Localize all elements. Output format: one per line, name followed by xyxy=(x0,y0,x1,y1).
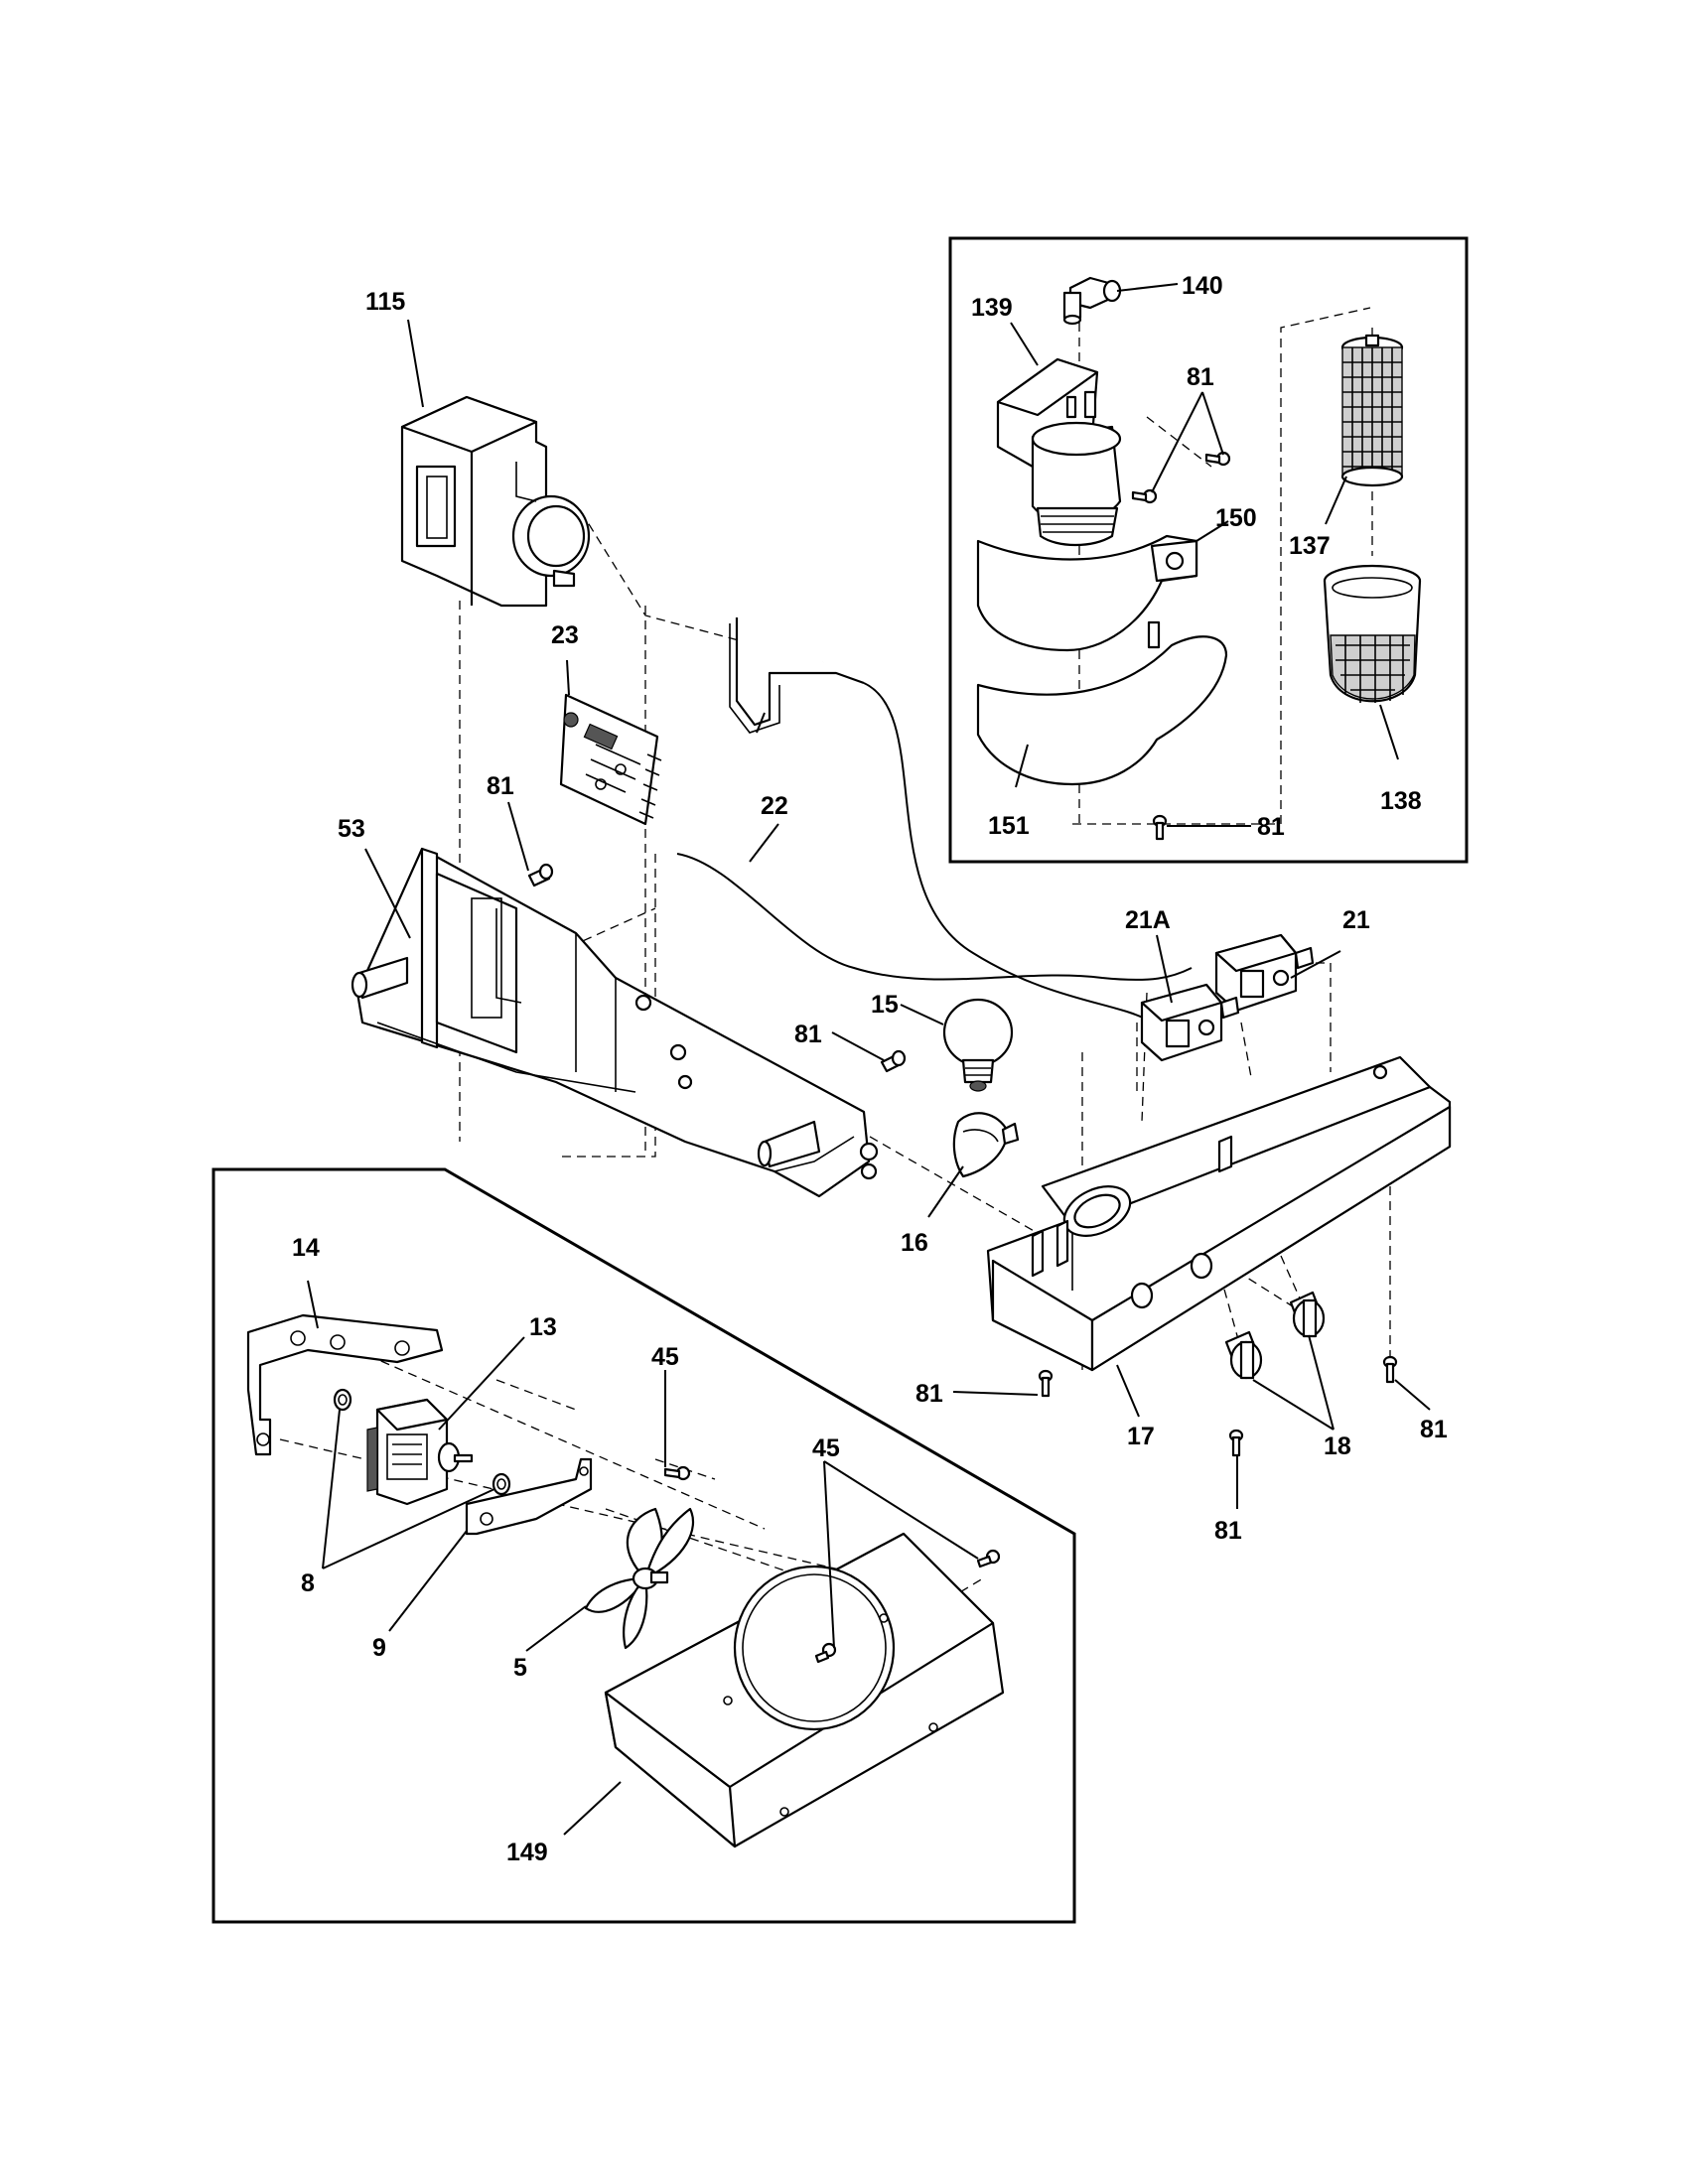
part-81-screw-housing-left xyxy=(1038,1369,1054,1398)
label-81-knob: 81 xyxy=(1214,1517,1242,1545)
part-81-screw-filter-b xyxy=(1152,814,1168,841)
part-23-circuit-board xyxy=(559,693,662,826)
part-150-upper-cover xyxy=(976,534,1198,652)
label-115: 115 xyxy=(365,288,405,316)
part-81-screw-board xyxy=(527,863,554,887)
part-13-fan-motor xyxy=(366,1398,474,1506)
part-14-motor-bracket xyxy=(246,1313,444,1456)
part-18-knob-right xyxy=(1289,1291,1326,1338)
label-8: 8 xyxy=(301,1570,315,1597)
label-150: 150 xyxy=(1215,504,1257,532)
label-151: 151 xyxy=(988,812,1030,840)
part-21-switch xyxy=(1214,933,1315,1013)
part-9-motor-bracket-lower xyxy=(465,1457,593,1536)
part-149-fan-shroud xyxy=(604,1532,1005,1848)
label-23: 23 xyxy=(551,621,579,649)
label-16: 16 xyxy=(901,1229,928,1257)
label-15: 15 xyxy=(871,991,899,1019)
label-149: 149 xyxy=(506,1839,548,1866)
label-137: 137 xyxy=(1289,532,1331,560)
label-17: 17 xyxy=(1127,1423,1155,1450)
part-8-grommet-a xyxy=(333,1388,352,1412)
part-53-bracket xyxy=(351,847,879,1198)
label-21: 21 xyxy=(1342,906,1370,934)
part-140-elbow-fitting xyxy=(1062,276,1122,326)
part-45-screw-a xyxy=(663,1465,691,1481)
part-137-filter-cartridge xyxy=(1340,334,1404,487)
label-53: 53 xyxy=(338,815,365,843)
label-45-a: 45 xyxy=(651,1343,679,1371)
label-5: 5 xyxy=(513,1654,527,1682)
label-81-board: 81 xyxy=(487,772,514,800)
label-21A: 21A xyxy=(1125,906,1171,934)
label-22: 22 xyxy=(761,792,788,820)
part-151-lower-cover xyxy=(976,620,1228,786)
label-139: 139 xyxy=(971,294,1013,322)
part-115-control-housing xyxy=(400,395,591,608)
part-139-filter-head xyxy=(996,357,1122,546)
filter-assembly-frame xyxy=(948,236,1469,864)
part-5-fan-blade xyxy=(584,1507,695,1650)
part-81-screw-lamp xyxy=(880,1049,907,1073)
part-81-screw-knob xyxy=(1228,1429,1244,1457)
part-15-light-bulb xyxy=(942,998,1014,1092)
part-81-screw-filter-a xyxy=(1131,451,1231,504)
part-8-grommet-b xyxy=(492,1472,511,1496)
label-81-filter-b: 81 xyxy=(1257,813,1285,841)
label-81-filter-a: 81 xyxy=(1187,363,1214,391)
label-9: 9 xyxy=(372,1634,386,1662)
label-18: 18 xyxy=(1324,1433,1351,1460)
part-17-dispenser-housing xyxy=(986,1055,1452,1372)
label-138: 138 xyxy=(1380,787,1422,815)
part-138-filter-bowl xyxy=(1323,564,1422,703)
callout-labels: 115 139 140 81 150 137 151 81 138 23 22 … xyxy=(292,272,1448,1866)
label-140: 140 xyxy=(1182,272,1223,300)
fan-assembly-frame xyxy=(211,1167,1076,1924)
label-81-lamp: 81 xyxy=(794,1021,822,1048)
label-45-b: 45 xyxy=(812,1434,840,1462)
label-81-housing-left: 81 xyxy=(915,1380,943,1408)
part-21A-switch xyxy=(1140,983,1240,1062)
label-14: 14 xyxy=(292,1234,320,1262)
leader-lines xyxy=(307,283,1431,1836)
label-13: 13 xyxy=(529,1313,557,1341)
label-81-housing-right: 81 xyxy=(1420,1416,1448,1443)
part-22-tubing xyxy=(676,617,1193,1024)
part-45-screw-b xyxy=(814,1549,1001,1664)
part-81-screw-housing-right xyxy=(1382,1355,1398,1384)
part-18-knob-left xyxy=(1224,1330,1263,1380)
part-16-lamp-socket xyxy=(952,1112,1020,1178)
